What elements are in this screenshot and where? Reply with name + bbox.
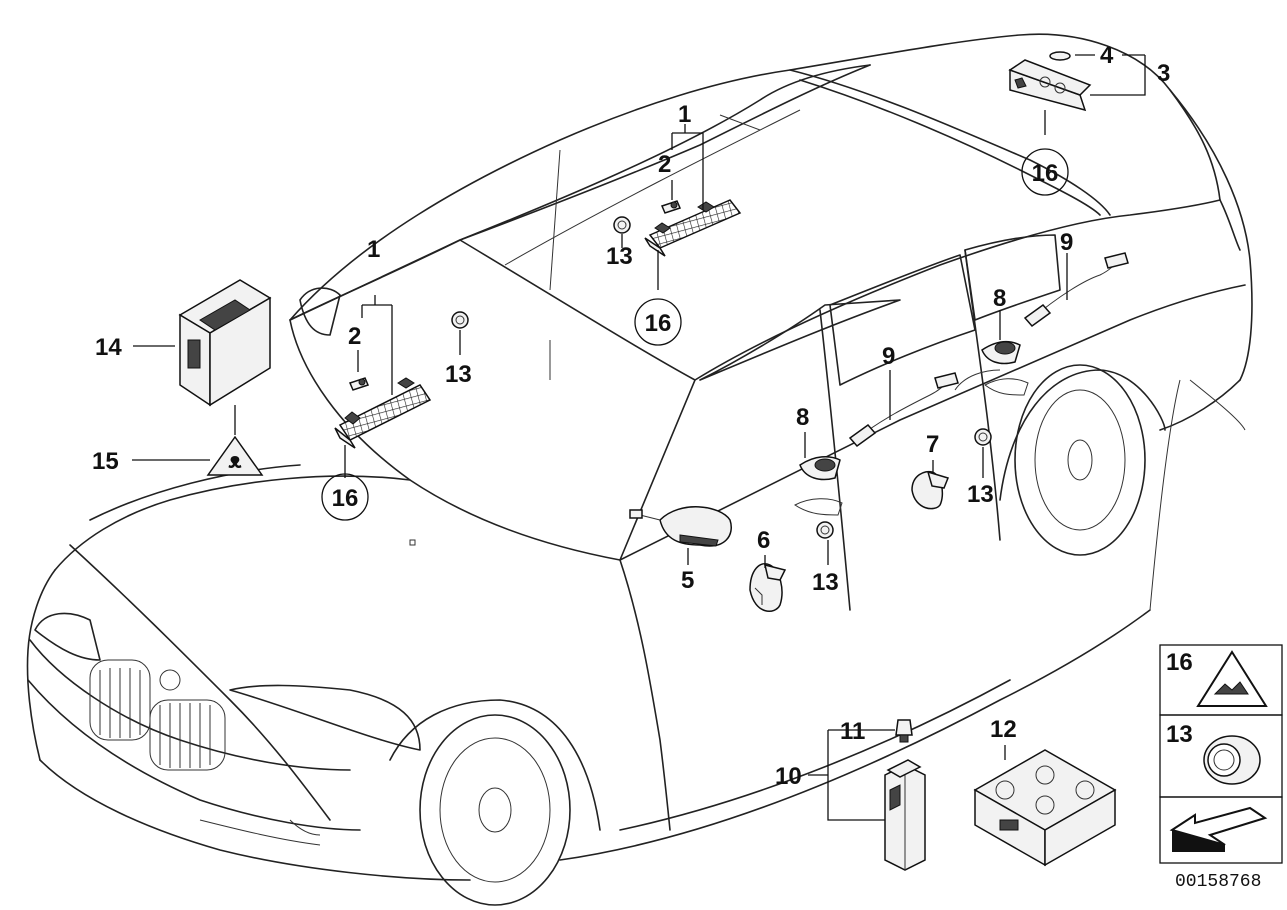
grommet-icon [1203, 735, 1261, 785]
callout-16-rear: 16 [634, 298, 682, 346]
front-wheel [389, 699, 601, 906]
grommet-rear-door[interactable] [974, 428, 992, 446]
wiring-harness-rear[interactable] [1023, 252, 1129, 328]
door-lamp-8-rear[interactable] [981, 340, 1021, 365]
callout-8-front: 8 [796, 404, 809, 431]
warning-triangle-icon [1196, 650, 1268, 707]
door-lamp-6[interactable] [749, 563, 787, 612]
callout-2-rear: 2 [658, 151, 671, 178]
legend-label-16: 16 [1166, 649, 1193, 676]
bulb-front[interactable] [348, 377, 370, 391]
legend-label-13: 13 [1166, 721, 1193, 748]
door-lamp-8-front[interactable] [799, 455, 841, 481]
callout-12: 12 [990, 716, 1017, 743]
svg-text:16: 16 [332, 485, 359, 512]
callout-15: 15 [92, 448, 119, 475]
grommet-upper[interactable] [613, 216, 631, 234]
car-body-outline [26, 33, 1253, 906]
interior-light-front[interactable] [334, 377, 432, 449]
callout-10: 10 [775, 763, 802, 790]
light-unit-10[interactable] [884, 759, 926, 871]
bulb-11[interactable] [895, 719, 913, 743]
grommet-front[interactable] [451, 311, 469, 329]
callout-6: 6 [757, 527, 770, 554]
callout-13-front: 13 [445, 361, 472, 388]
callout-13-rear: 13 [606, 243, 633, 270]
warning-triangle-15[interactable]: ᴥ [206, 435, 264, 476]
callout-14: 14 [95, 334, 122, 361]
switch-box[interactable] [178, 279, 272, 407]
door-lamp-7[interactable] [911, 470, 950, 510]
callout-1-front: 1 [367, 236, 380, 263]
bulb-rear[interactable] [660, 200, 682, 214]
callout-4: 4 [1100, 42, 1114, 69]
wiring-harness-front[interactable] [848, 372, 959, 448]
callout-16-front: 16 [321, 473, 369, 521]
reading-light-bulb[interactable] [1049, 51, 1071, 61]
control-unit-12[interactable] [973, 749, 1117, 867]
interior-light-rear[interactable] [644, 199, 742, 257]
callout-1-rear: 1 [678, 101, 691, 128]
rear-reading-light[interactable] [1008, 59, 1092, 112]
kidney-grille [89, 659, 226, 771]
callout-labels: 1 2 13 16 1 2 13 16 4 3 16 14 15 5 6 7 8… [92, 42, 1170, 790]
arrow-icon [1169, 806, 1268, 852]
legend-panel: 16 13 [1159, 644, 1283, 864]
leader-lines [132, 54, 1146, 821]
callout-9-front: 9 [882, 343, 895, 370]
callout-3: 3 [1157, 60, 1170, 87]
diagram-code: 00158768 [1175, 872, 1261, 892]
legend-cell-arrow [1159, 796, 1283, 864]
callout-2-front: 2 [348, 323, 361, 350]
callout-8-rear: 8 [993, 285, 1006, 312]
callout-5: 5 [681, 567, 694, 594]
mirror-light[interactable] [629, 506, 732, 547]
svg-text:16: 16 [1032, 160, 1059, 187]
callout-13-front-door: 13 [812, 569, 839, 596]
callout-11: 11 [840, 718, 865, 745]
triangle-glyph: ᴥ [228, 448, 242, 473]
callout-9-rear: 9 [1060, 229, 1073, 256]
callout-16-reading: 16 [1021, 148, 1069, 196]
rear-wheel [999, 364, 1166, 556]
callout-13-rear-door: 13 [967, 481, 994, 508]
callout-7: 7 [926, 431, 939, 458]
svg-text:16: 16 [645, 310, 672, 337]
grommet-front-door[interactable] [816, 521, 834, 539]
